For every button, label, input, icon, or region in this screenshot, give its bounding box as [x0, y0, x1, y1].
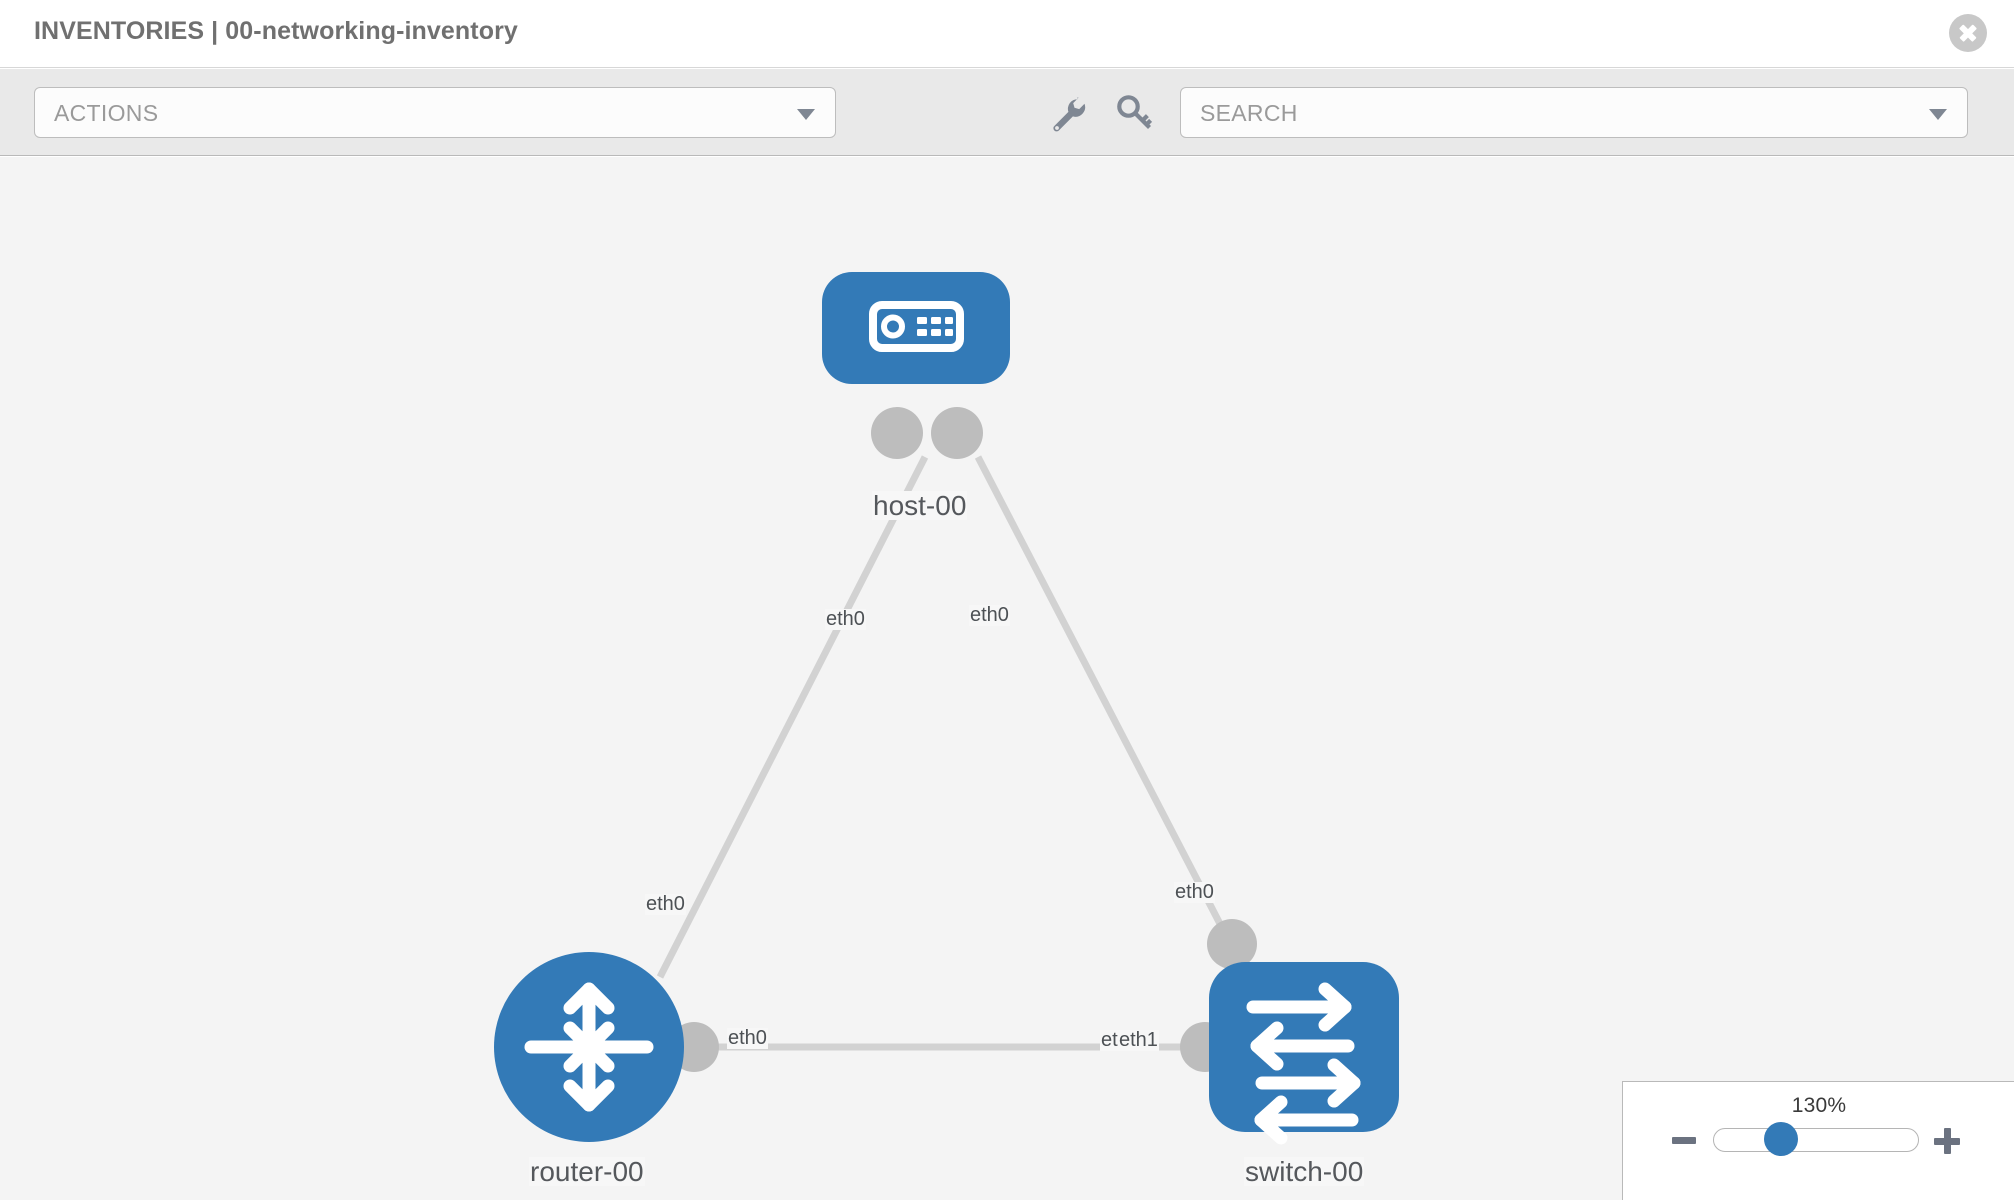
- zoom-slider-thumb[interactable]: [1764, 1122, 1798, 1156]
- page-header: INVENTORIES | 00-networking-inventory: [0, 0, 2014, 68]
- server-icon: [869, 301, 964, 352]
- node-label-host-00: host-00: [872, 490, 968, 521]
- close-icon[interactable]: [1949, 14, 1987, 52]
- switch-arrows-icon: [1246, 982, 1361, 1145]
- topology-graph: [494, 272, 1399, 1145]
- actions-dropdown[interactable]: ACTIONS: [34, 87, 836, 138]
- chevron-down-icon: [797, 109, 815, 120]
- zoom-control-panel: 130%: [1622, 1081, 2014, 1200]
- zoom-slider-track[interactable]: [1713, 1128, 1919, 1152]
- toolbar: ACTIONS SEARCH: [0, 69, 2014, 156]
- router-arrows-icon: [524, 982, 654, 1112]
- connector-nub: [931, 407, 983, 459]
- actions-dropdown-label: ACTIONS: [54, 100, 159, 126]
- interface-label-router00-uplink: eth0: [645, 893, 686, 915]
- link-host00-switch00: [974, 455, 1236, 949]
- node-label-router-00: router-00: [529, 1156, 645, 1187]
- chevron-down-icon: [1929, 109, 1947, 120]
- interface-label-switch00-eth1: eth1: [1118, 1029, 1159, 1051]
- connector-nub: [1207, 919, 1257, 969]
- interface-label-host00-right: eth0: [969, 604, 1010, 626]
- topology-canvas[interactable]: host-00 router-00 switch-00 eth0 eth0 et…: [0, 157, 2014, 1200]
- search-placeholder: SEARCH: [1200, 100, 1298, 126]
- zoom-in-button[interactable]: [1934, 1128, 1960, 1154]
- wrench-icon[interactable]: [1047, 93, 1087, 133]
- node-label-switch-00: switch-00: [1244, 1156, 1365, 1187]
- node-switch-00: [1209, 962, 1399, 1145]
- node-host-00-body: [822, 272, 1010, 384]
- interface-label-router00-eth0: eth0: [727, 1027, 768, 1049]
- key-icon[interactable]: [1115, 93, 1155, 133]
- page-title: INVENTORIES | 00-networking-inventory: [34, 17, 518, 45]
- node-host-00: [822, 272, 1010, 384]
- interface-label-host00-left: eth0: [825, 608, 866, 630]
- node-router-00: [494, 952, 684, 1142]
- interface-label-switch00-uplink: eth0: [1174, 881, 1215, 903]
- search-input[interactable]: SEARCH: [1180, 87, 1968, 138]
- zoom-out-button[interactable]: [1672, 1137, 1696, 1144]
- connector-nub: [871, 407, 923, 459]
- link-host00-router00: [656, 455, 929, 979]
- zoom-level-value: 130%: [1791, 1094, 1847, 1117]
